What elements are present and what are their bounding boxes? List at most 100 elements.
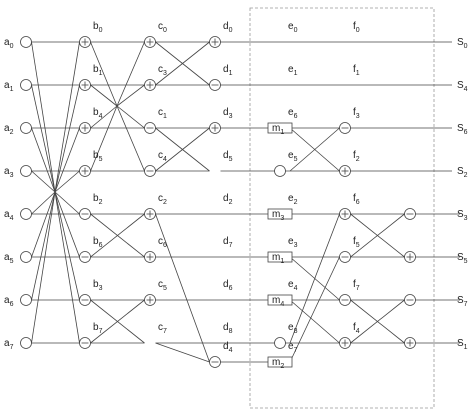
edge-cross <box>116 41 145 107</box>
multiplier-box <box>267 294 293 306</box>
edge-cross <box>31 191 56 301</box>
edge-cross <box>90 105 118 129</box>
node-label: d7 <box>223 236 233 249</box>
edge-cross <box>350 299 405 344</box>
node-label: c1 <box>158 107 167 120</box>
edge-cross <box>289 299 340 344</box>
edge-cross <box>116 105 145 172</box>
node-layer <box>20 36 416 368</box>
node-label: e5 <box>288 150 298 163</box>
node-label: f7 <box>353 279 360 292</box>
edge-cross <box>350 213 405 258</box>
edge-cross <box>54 191 80 215</box>
edge-cross <box>54 191 80 258</box>
node-label: b3 <box>93 279 103 292</box>
edge-cross <box>54 191 80 344</box>
node-label: e4 <box>288 279 298 292</box>
node-label: d0 <box>223 21 233 34</box>
node-label: e6 <box>288 107 298 120</box>
input-node <box>20 165 32 177</box>
multiplier-box <box>267 251 293 263</box>
multiplier-label: m1 <box>272 252 284 265</box>
edge-cross <box>31 191 56 344</box>
edge-cross <box>31 41 56 193</box>
output-label: S0 <box>457 37 468 50</box>
node-label: f2 <box>353 150 360 163</box>
edge-cross <box>54 191 80 301</box>
node-label: c7 <box>158 322 167 335</box>
node-label: f4 <box>353 322 360 335</box>
edge-cross <box>155 213 210 363</box>
edge-cross <box>289 256 340 363</box>
edge-cross <box>289 256 340 301</box>
junction-node <box>274 337 286 349</box>
edge-layer <box>31 41 460 363</box>
edge-cross <box>116 105 145 129</box>
edge-cross <box>31 127 56 193</box>
input-node <box>20 294 32 306</box>
input-node <box>20 208 32 220</box>
edge-cross <box>155 127 210 172</box>
node-label: c2 <box>158 193 167 206</box>
edge-cross <box>90 299 145 344</box>
edge-cross <box>155 342 210 363</box>
edge-cross <box>31 84 56 193</box>
input-label: a1 <box>4 80 14 93</box>
output-label: S6 <box>457 123 468 136</box>
node-label: e0 <box>288 21 298 34</box>
node-label: b6 <box>93 236 103 249</box>
edge-cross <box>54 170 80 193</box>
output-label: S2 <box>457 166 468 179</box>
node-label: c0 <box>158 21 167 34</box>
edge-cross <box>54 127 80 193</box>
node-label: d6 <box>223 279 233 292</box>
multiplier-label: m2 <box>272 357 284 370</box>
node-label: b2 <box>93 193 103 206</box>
multiplier-box <box>267 208 293 220</box>
node-label: b7 <box>93 322 103 335</box>
node-label: e8 <box>288 322 298 335</box>
multiplier-label: m3 <box>272 209 284 222</box>
input-node <box>20 122 32 134</box>
multiplier-label: m1 <box>272 123 284 136</box>
input-label: a0 <box>4 37 14 50</box>
edge-cross <box>31 170 56 193</box>
node-label: e1 <box>288 64 298 77</box>
input-label: a5 <box>4 252 14 265</box>
multiplier-label: m4 <box>272 295 284 308</box>
edge-cross <box>155 41 210 86</box>
edge-cross <box>54 41 80 193</box>
input-node <box>20 337 32 349</box>
node-label: f3 <box>353 107 360 120</box>
node-label: e3 <box>288 236 298 249</box>
node-label: b1 <box>93 64 103 77</box>
node-label: f5 <box>353 236 360 249</box>
node-label: d1 <box>223 64 233 77</box>
input-label: a4 <box>4 209 14 222</box>
node-label: d4 <box>223 341 233 354</box>
node-label: b5 <box>93 150 103 163</box>
output-label: S4 <box>457 80 468 93</box>
input-node <box>20 251 32 263</box>
edge-cross <box>90 213 145 258</box>
edge-cross <box>90 105 118 172</box>
edge-cross <box>54 84 80 193</box>
edge-cross <box>90 84 118 107</box>
input-label: a3 <box>4 166 14 179</box>
input-label: a6 <box>4 295 14 308</box>
output-label: S1 <box>457 338 468 351</box>
multiplier-box <box>267 122 293 134</box>
node-label: d2 <box>223 193 233 206</box>
node-label: d3 <box>223 107 233 120</box>
node-label: d8 <box>223 322 233 335</box>
node-label: c3 <box>158 64 167 77</box>
node-label: b0 <box>93 21 103 34</box>
dashed-stage-box <box>249 7 435 409</box>
edge-cross <box>31 191 56 215</box>
node-label: e7 <box>288 341 298 354</box>
node-label: e2 <box>288 193 298 206</box>
edge-cross <box>116 84 145 107</box>
output-label: S7 <box>457 295 468 308</box>
node-label: c6 <box>158 236 167 249</box>
